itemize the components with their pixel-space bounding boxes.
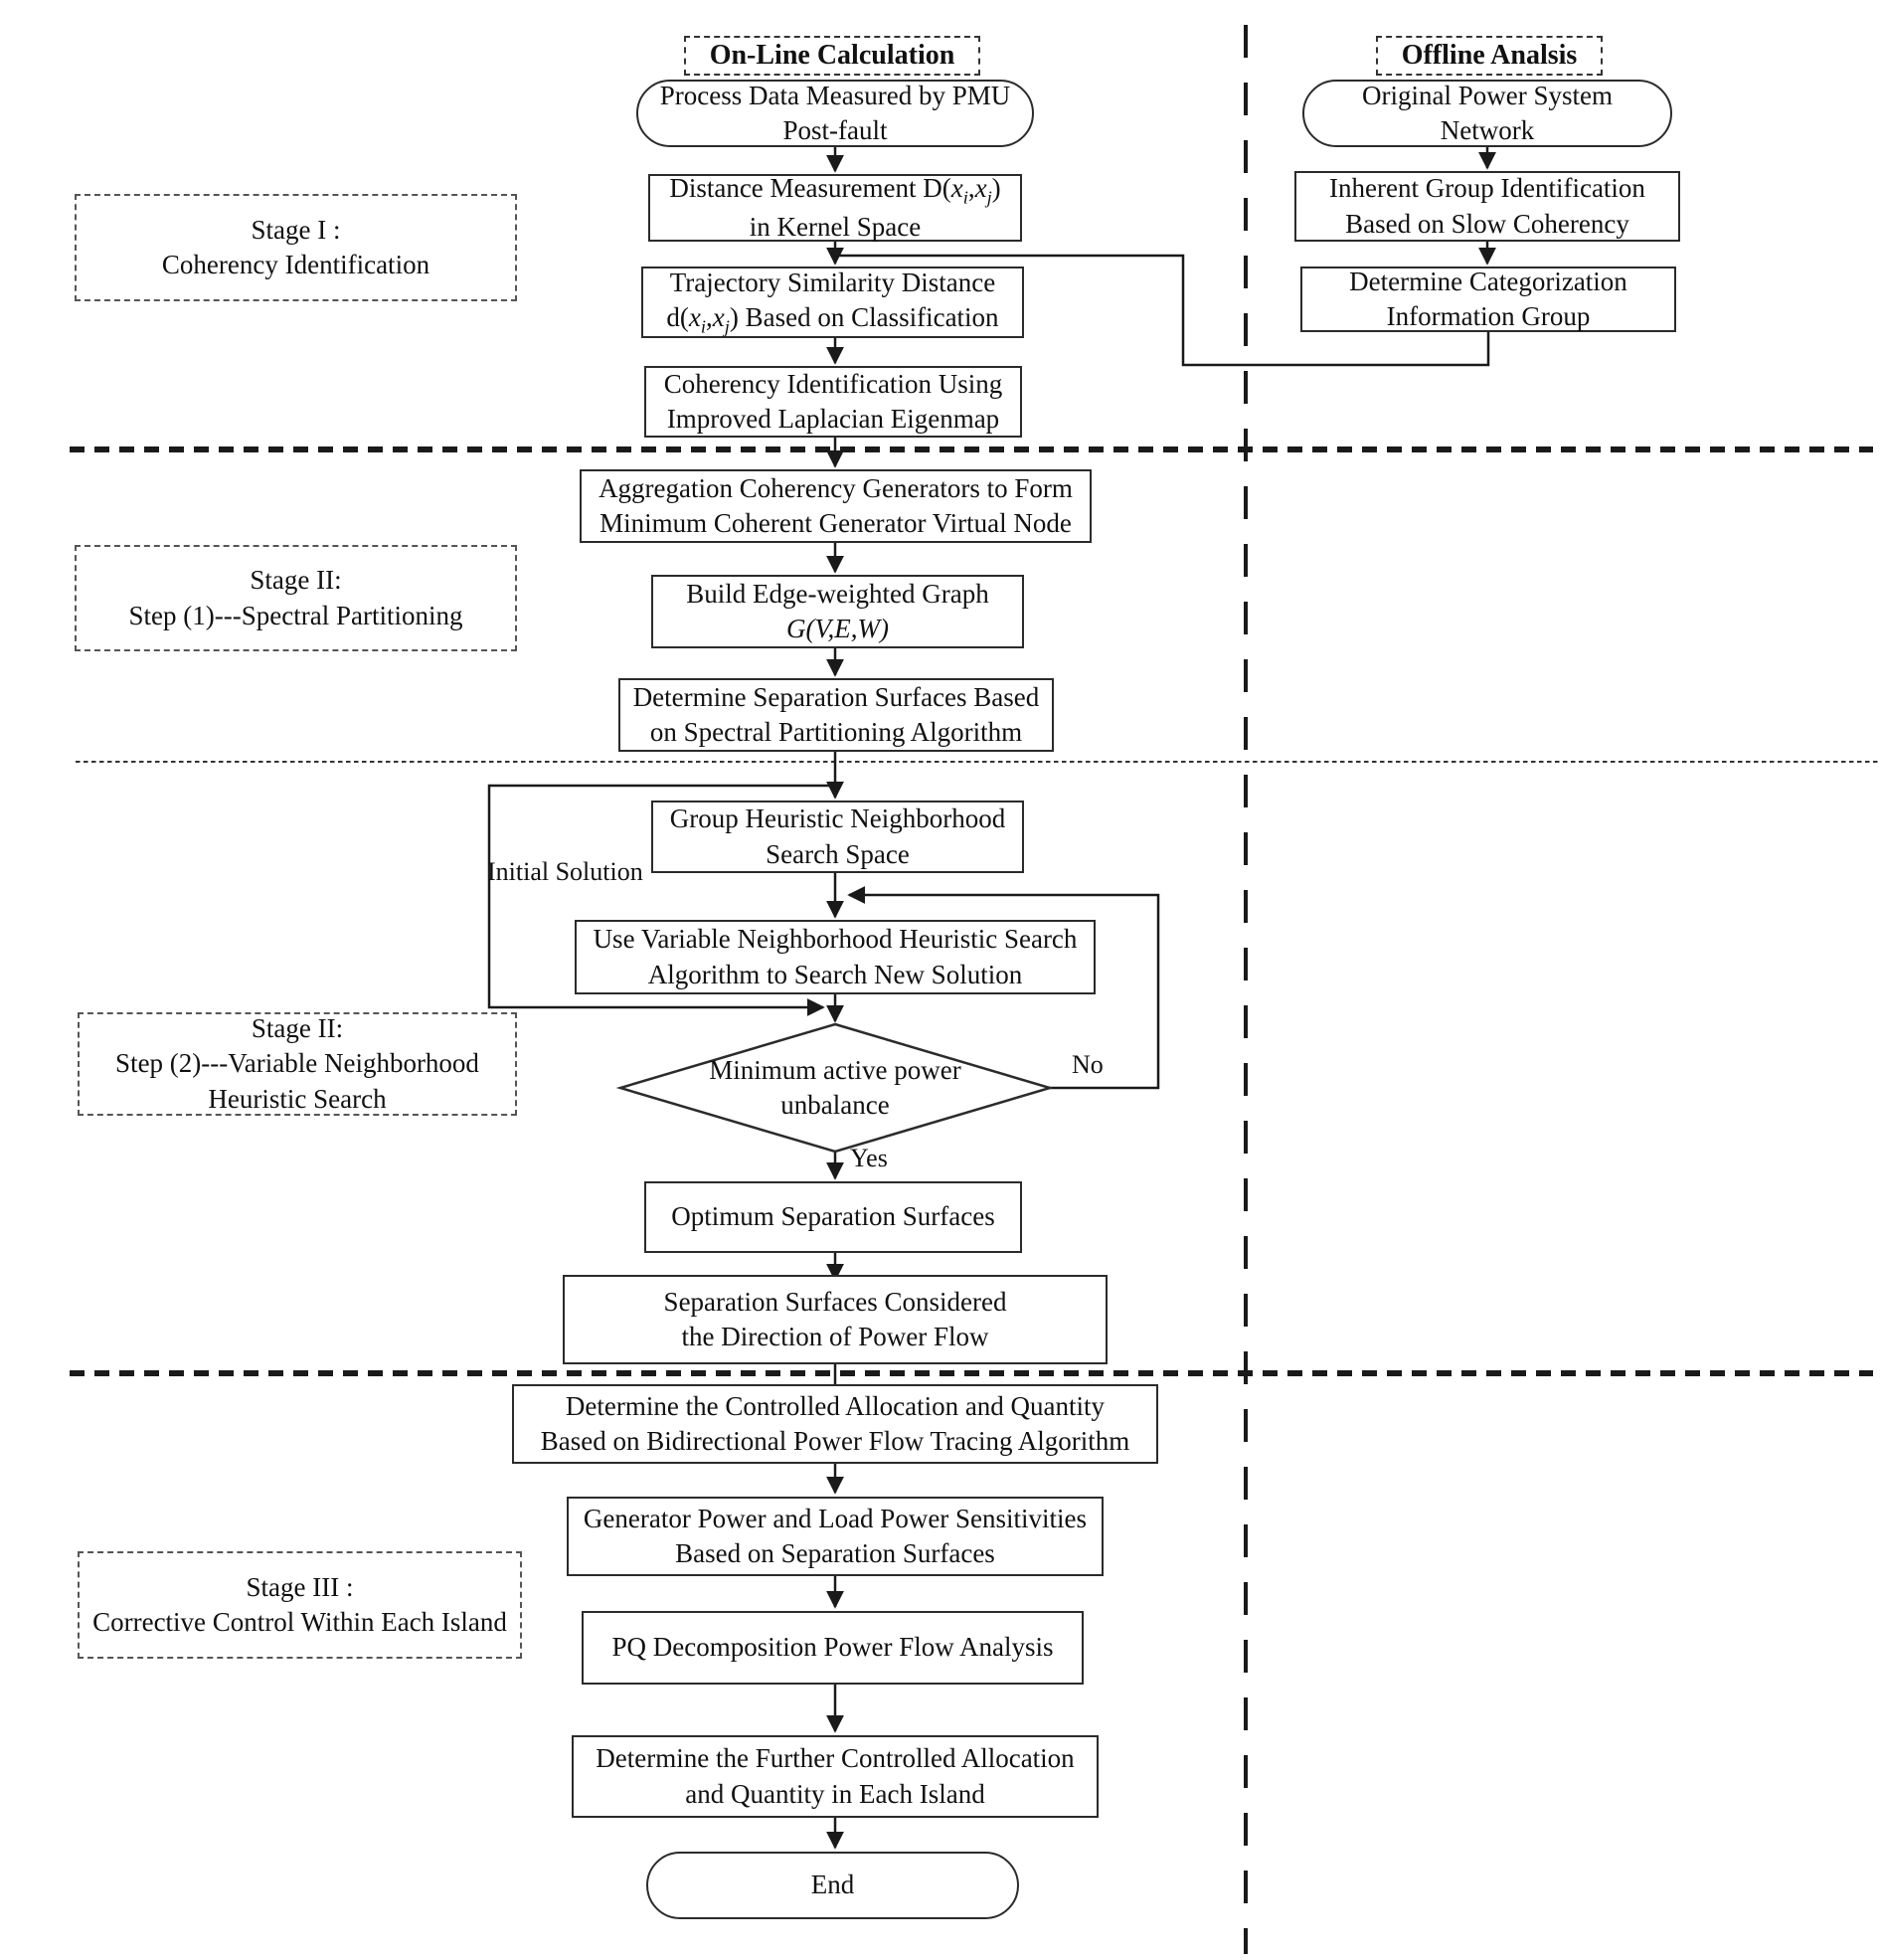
node-aggregation: Aggregation Coherency Generators to Form…: [580, 469, 1092, 543]
stage-label-1: Stage I : Coherency Identification: [75, 194, 517, 301]
node-determine-separation-surfaces: Determine Separation Surfaces Based on S…: [618, 678, 1054, 752]
stage-label-2-step1: Stage II: Step (1)---Spectral Partitioni…: [75, 545, 517, 651]
node-decision-min-active-power: Minimum active power unbalance: [709, 1054, 961, 1120]
node-distance-measurement: Distance Measurement D(xi,xj)in Kernel S…: [648, 173, 1022, 242]
node-coherency-identification: Coherency Identification Using Improved …: [644, 366, 1022, 438]
node-separation-surfaces-considered: Separation Surfaces Considered the Direc…: [563, 1275, 1108, 1364]
offline-column-header: Offline Analsis: [1376, 36, 1603, 76]
node-end: End: [646, 1852, 1019, 1919]
node-variable-neighborhood-search: Use Variable Neighborhood Heuristic Sear…: [575, 920, 1096, 994]
node-original-power-system: Original Power System Network: [1302, 80, 1672, 147]
label-initial-solution: Initial Solution: [487, 857, 643, 886]
stage-label-3: Stage III : Corrective Control Within Ea…: [78, 1551, 522, 1659]
node-determine-categorization: Determine Categorization Information Gro…: [1300, 267, 1676, 332]
stage-label-2-step2: Stage II: Step (2)---Variable Neighborho…: [78, 1012, 517, 1116]
node-inherent-group-identification: Inherent Group Identification Based on S…: [1294, 171, 1680, 242]
node-determine-further-allocation: Determine the Further Controlled Allocat…: [572, 1735, 1099, 1818]
node-determine-controlled-allocation: Determine the Controlled Allocation and …: [512, 1384, 1158, 1464]
online-column-header: On-Line Calculation: [684, 36, 980, 76]
node-pq-decomposition: PQ Decomposition Power Flow Analysis: [582, 1611, 1084, 1685]
node-process-data-start: Process Data Measured by PMU Post-fault: [636, 80, 1034, 147]
label-yes: Yes: [850, 1144, 888, 1172]
node-group-heuristic-search-space: Group Heuristic Neighborhood Search Spac…: [651, 801, 1024, 873]
node-optimum-separation-surfaces: Optimum Separation Surfaces: [644, 1181, 1022, 1253]
label-no: No: [1072, 1050, 1104, 1079]
node-generator-load-sensitivities: Generator Power and Load Power Sensitivi…: [567, 1497, 1104, 1576]
